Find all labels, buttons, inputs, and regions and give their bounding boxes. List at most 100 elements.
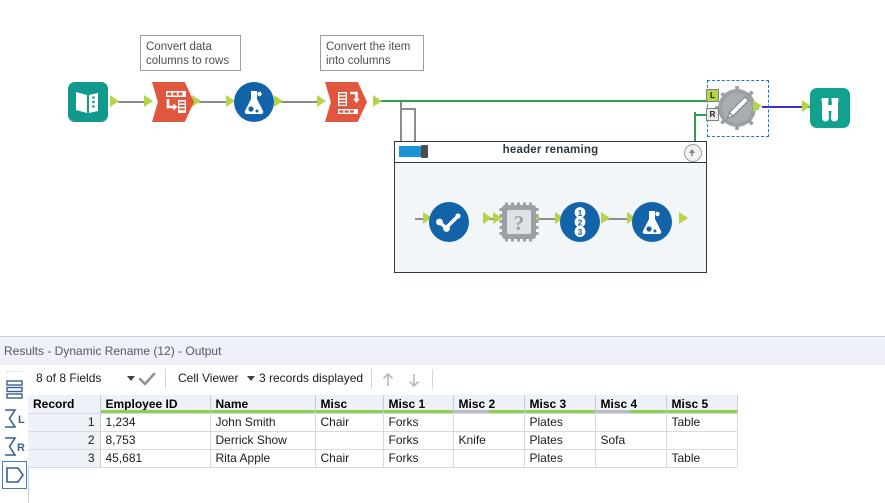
sidebar-btn-sum-left[interactable]: L [2,405,27,433]
anchor-in-rename-right[interactable]: R [706,108,722,121]
column-header-label: Record [33,396,75,411]
table-cell[interactable]: Knife [453,431,525,450]
table-cell[interactable] [666,431,738,450]
comment-convert-columns-to-rows[interactable]: Convert data columns to rows [140,35,241,71]
container-header-renaming[interactable]: header renaming [394,141,707,273]
tool-browse[interactable] [810,88,850,128]
table-cell[interactable]: 1,234 [100,412,211,432]
table-cell[interactable]: Chair [315,412,384,432]
column-header-misc-2[interactable]: Misc 2 [453,395,525,413]
table-cell[interactable]: 8,753 [100,431,211,450]
fields-count-label[interactable]: 8 of 8 Fields [36,371,102,385]
table-cell[interactable]: Forks [383,431,454,450]
container-collapse-icon[interactable] [684,144,702,162]
container-toggle-icon[interactable] [399,146,425,157]
toolbar-separator-1 [165,369,166,389]
tool-select-records[interactable] [429,202,469,242]
anchor-in-formula2[interactable] [627,212,636,224]
wire-container-drop-corner [400,108,416,110]
column-header-record[interactable]: Record [28,395,101,413]
sidebar-btn-output[interactable] [2,461,27,489]
table-cell[interactable] [453,412,525,432]
tool-unknown-macro[interactable]: ? [498,201,540,243]
table-cell[interactable]: Plates [524,431,596,450]
column-header-name[interactable]: Name [210,395,316,413]
view-mode-label[interactable]: Cell Viewer [178,371,239,385]
tool-dynamic-rename[interactable] [714,85,759,130]
column-header-employee-id[interactable]: Employee ID [100,395,211,413]
tool-input-data[interactable] [68,82,108,122]
anchor-label-right: R [706,108,719,121]
anchor-out-input[interactable] [110,95,119,107]
row-number-cell: 1 [28,412,101,432]
table-cell[interactable] [595,412,667,432]
anchor-in-record-id[interactable] [555,212,564,224]
tool-formula-1[interactable] [234,82,274,122]
wire-input-to-transpose [118,101,148,103]
table-cell[interactable] [315,431,384,450]
table-cell[interactable]: John Smith [210,412,316,432]
table-cell[interactable]: Rita Apple [210,449,316,468]
anchor-out-formula1[interactable] [274,95,283,107]
svg-text:L: L [18,414,25,426]
anchor-out-rename[interactable] [753,100,762,112]
tool-record-id[interactable]: 1 2 3 [560,202,600,242]
table-cell[interactable]: Chair [315,449,384,468]
anchor-in-select-records[interactable] [423,212,432,224]
comment-convert-item-into-columns[interactable]: Convert the item into columns [320,35,424,71]
records-displayed-label: 3 records displayed [259,371,364,385]
svg-text:R: R [17,442,25,454]
arrow-up-icon[interactable] [380,371,396,392]
sidebar-btn-sum-right[interactable]: R [2,433,27,461]
container-title-bar[interactable]: header renaming [395,142,706,163]
anchor-in-crosstab[interactable] [317,95,326,107]
tool-transpose[interactable] [152,82,194,122]
anchor-in-rename-left[interactable]: L [706,89,722,102]
table-cell[interactable]: Derrick Show [210,431,316,450]
sidebar-btn-data-layout[interactable] [2,377,27,405]
arrow-down-icon[interactable] [406,371,422,392]
table-cell[interactable]: Forks [383,412,454,432]
anchor-in-browse[interactable] [802,100,811,112]
view-mode-caret[interactable] [243,371,257,385]
data-quality-bar [666,409,737,413]
table-cell[interactable] [595,449,667,468]
column-header-misc-4[interactable]: Misc 4 [595,395,667,413]
workflow-canvas[interactable]: Convert data columns to rows Convert the… [0,0,885,333]
table-cell[interactable]: Plates [524,449,596,468]
anchor-in-formula1[interactable] [226,95,235,107]
unknown-macro-body: ? [498,201,540,243]
anchor-out-transpose[interactable] [192,95,201,107]
table-cell[interactable]: 45,681 [100,449,211,468]
tool-formula-2[interactable] [632,202,672,242]
anchor-out-record-id[interactable] [601,212,610,224]
anchor-out-formula2[interactable] [679,212,688,224]
container-toggle-knob-icon[interactable] [421,145,428,158]
table-cell[interactable]: Table [666,449,738,468]
table-cell[interactable] [453,449,525,468]
table-cell[interactable]: Sofa [595,431,667,450]
column-header-misc-5[interactable]: Misc 5 [666,395,738,413]
table-cell[interactable]: Table [666,412,738,432]
anchor-out-select-records[interactable] [483,212,492,224]
results-pane: Results - Dynamic Rename (12) - Output ·… [0,333,885,503]
sidebar-grip-icon[interactable]: ····· [6,367,25,376]
results-title: Results - Dynamic Rename (12) - Output [4,344,222,358]
anchor-in-unknown-macro[interactable] [493,212,502,224]
column-header-misc-1[interactable]: Misc 1 [383,395,454,413]
anchor-out-crosstab[interactable] [373,95,382,107]
checkmark-icon[interactable] [138,371,156,390]
anchor-in-transpose[interactable] [144,95,153,107]
tool-crosstab[interactable] [325,82,367,122]
fields-dropdown-caret[interactable] [123,371,137,385]
table-cell[interactable]: Forks [383,449,454,468]
wire-formula1-to-crosstab [281,101,322,103]
column-header-misc-3[interactable]: Misc 3 [524,395,596,413]
column-header-misc[interactable]: Misc [315,395,384,413]
table-cell[interactable]: Plates [524,412,596,432]
